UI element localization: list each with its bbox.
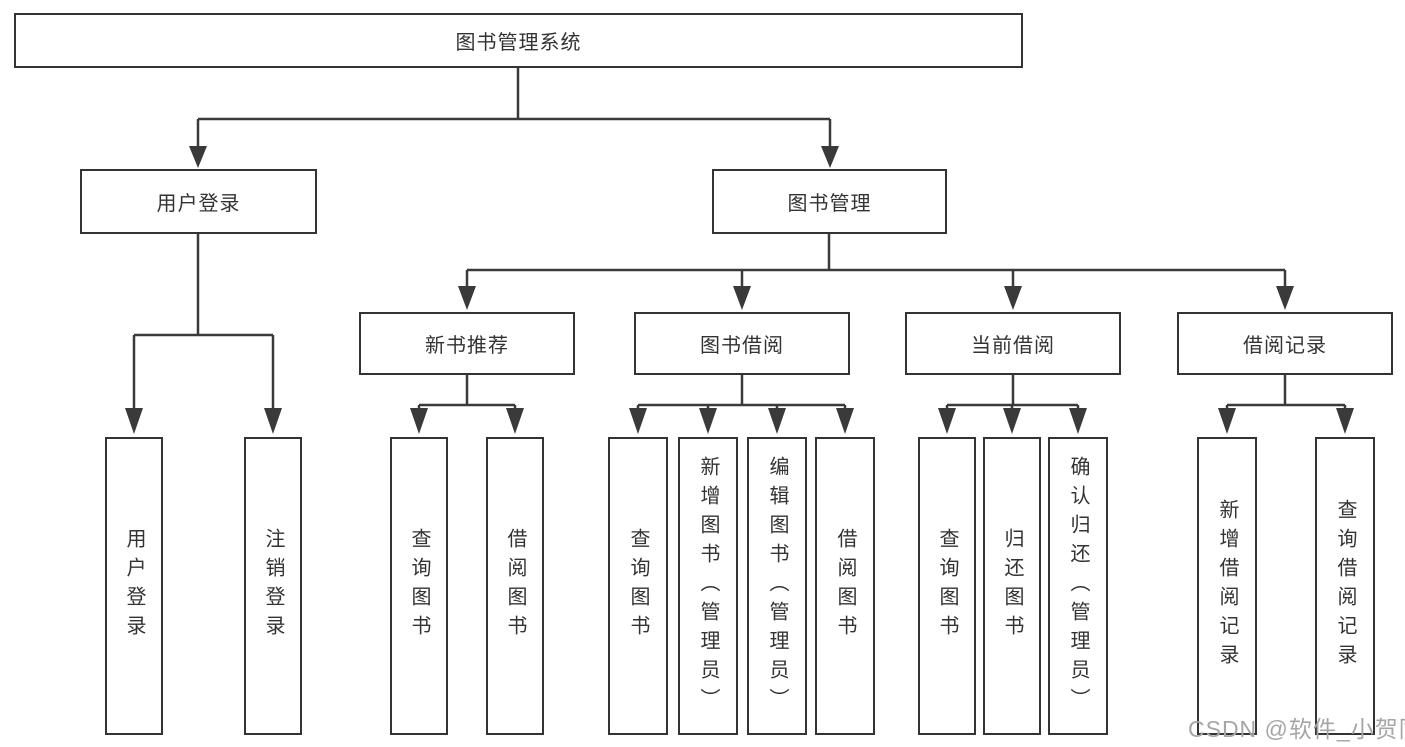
leaf-add-books-admin-label: 新增图书（管理员） bbox=[697, 455, 719, 717]
leaf-edit-books-admin-label: 编辑图书（管理员） bbox=[766, 455, 788, 717]
node-borrowing-records-label: 借阅记录 bbox=[1243, 335, 1327, 357]
leaf-add-borrow-record: 新增借阅记录 bbox=[1197, 437, 1257, 735]
node-current-borrowing-label: 当前借阅 bbox=[971, 335, 1055, 357]
leaf-query-books-borrowing-label: 查询图书 bbox=[627, 528, 649, 644]
leaf-borrow-books-borrowing-label: 借阅图书 bbox=[834, 528, 856, 644]
leaf-add-borrow-record-label: 新增借阅记录 bbox=[1216, 499, 1238, 673]
node-book-borrowing: 图书借阅 bbox=[634, 312, 850, 375]
leaf-query-books-current: 查询图书 bbox=[918, 437, 976, 735]
leaf-query-books-borrowing: 查询图书 bbox=[608, 437, 668, 735]
node-book-borrowing-label: 图书借阅 bbox=[700, 335, 784, 357]
leaf-confirm-return-admin: 确认归还（管理员） bbox=[1048, 437, 1108, 735]
node-root-label: 图书管理系统 bbox=[455, 32, 582, 54]
leaf-edit-books-admin: 编辑图书（管理员） bbox=[747, 437, 807, 735]
leaf-borrow-books-borrowing: 借阅图书 bbox=[815, 437, 875, 735]
leaf-return-books-label: 归还图书 bbox=[1001, 528, 1023, 644]
node-book-management-label: 图书管理 bbox=[787, 193, 872, 215]
leaf-query-books-recommend: 查询图书 bbox=[390, 437, 448, 735]
leaf-confirm-return-admin-label: 确认归还（管理员） bbox=[1067, 455, 1089, 717]
leaf-user-login: 用户登录 bbox=[105, 437, 163, 735]
node-user-login-label: 用户登录 bbox=[156, 193, 241, 215]
leaf-query-books-recommend-label: 查询图书 bbox=[408, 528, 430, 644]
node-new-book-recommend-label: 新书推荐 bbox=[425, 335, 509, 357]
leaf-user-login-label: 用户登录 bbox=[123, 528, 145, 644]
leaf-borrow-books-recommend-label: 借阅图书 bbox=[504, 528, 526, 644]
leaf-logout-label: 注销登录 bbox=[262, 528, 284, 644]
node-borrowing-records: 借阅记录 bbox=[1177, 312, 1393, 375]
node-user-login: 用户登录 bbox=[80, 169, 317, 234]
leaf-add-books-admin: 新增图书（管理员） bbox=[678, 437, 738, 735]
watermark: CSDN @软件_小贺同学 bbox=[1188, 716, 1405, 742]
node-new-book-recommend: 新书推荐 bbox=[359, 312, 575, 375]
node-root: 图书管理系统 bbox=[14, 13, 1023, 68]
leaf-query-borrow-record: 查询借阅记录 bbox=[1315, 437, 1375, 735]
node-book-management: 图书管理 bbox=[712, 169, 947, 234]
leaf-logout: 注销登录 bbox=[244, 437, 302, 735]
leaf-borrow-books-recommend: 借阅图书 bbox=[486, 437, 544, 735]
node-current-borrowing: 当前借阅 bbox=[905, 312, 1121, 375]
leaf-query-books-current-label: 查询图书 bbox=[936, 528, 958, 644]
leaf-query-borrow-record-label: 查询借阅记录 bbox=[1334, 499, 1356, 673]
leaf-return-books: 归还图书 bbox=[983, 437, 1041, 735]
